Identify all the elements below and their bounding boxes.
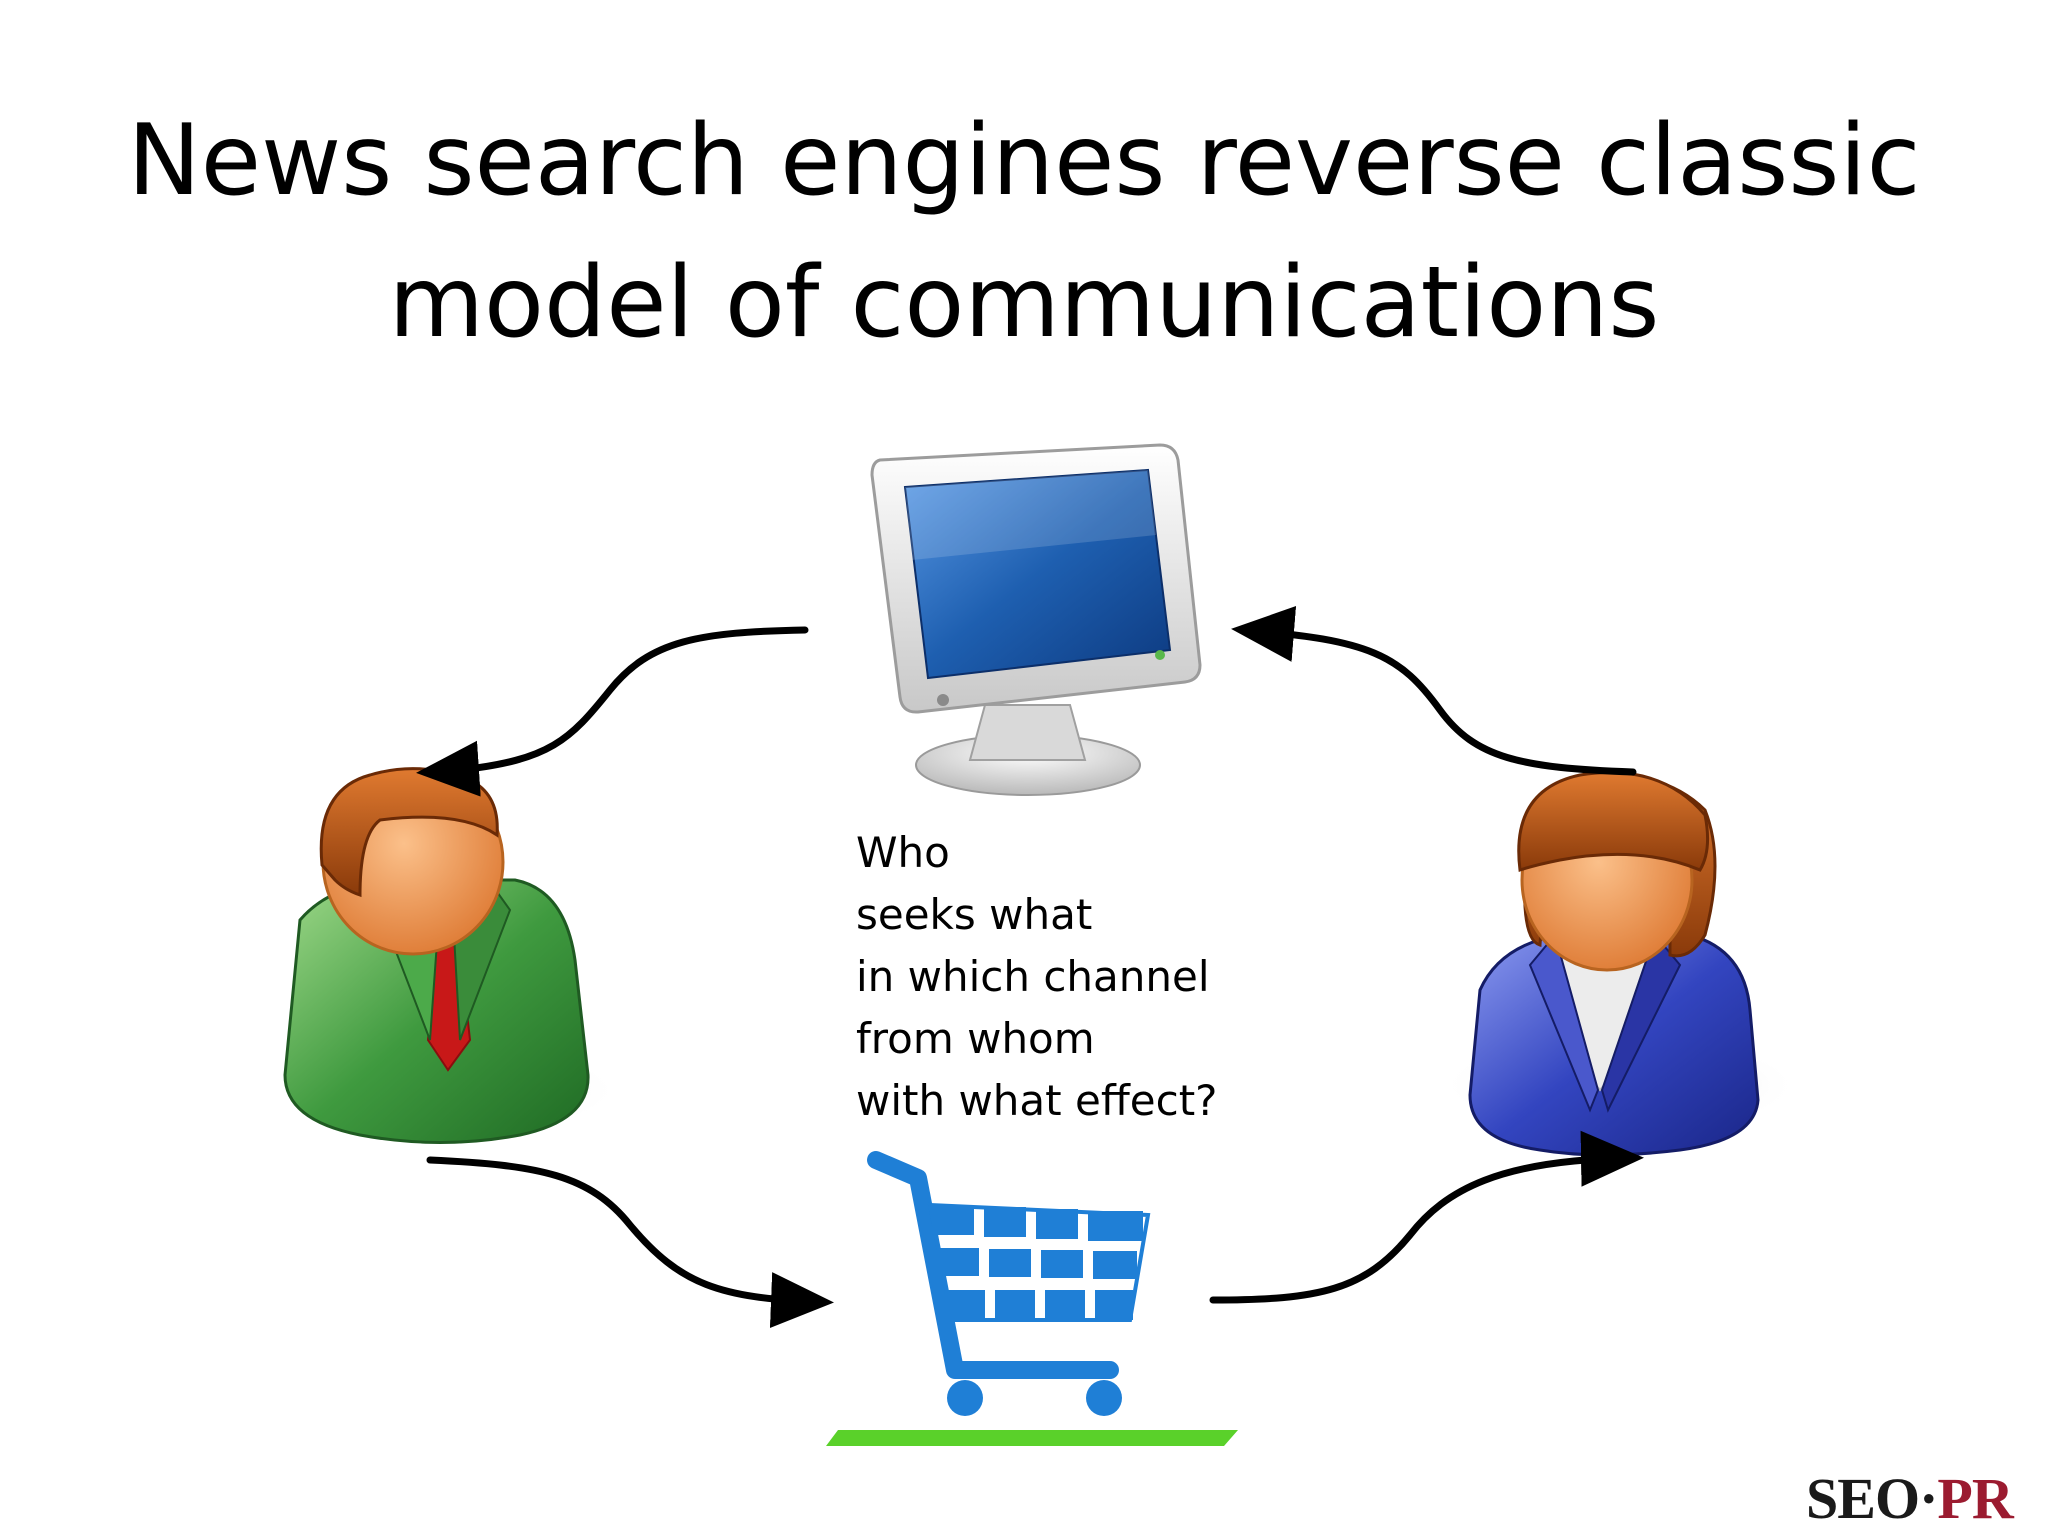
question-from-whom: from whom: [856, 1014, 1095, 1063]
cart-base-line: [826, 1430, 1238, 1446]
logo-seo: SEO: [1806, 1466, 1920, 1531]
question-channel: in which channel: [856, 952, 1210, 1001]
communication-questions: Who seeks what in which channel from who…: [856, 822, 1217, 1132]
arrow-male-to-cart: [426, 1156, 834, 1329]
question-effect: with what effect?: [856, 1076, 1218, 1125]
shopping-cart-icon: [826, 1151, 1238, 1446]
female-user-icon: [1440, 771, 1800, 1157]
logo-pr: PR: [1937, 1466, 2013, 1531]
arrow-monitor-to-male: [416, 626, 809, 797]
cycle-arrows: [416, 606, 1644, 1329]
question-seeks-what: seeks what: [856, 890, 1093, 939]
question-who: Who: [856, 828, 950, 877]
arrow-female-to-monitor: [1231, 606, 1637, 776]
slide-title-line-1: News search engines reverse classic: [127, 104, 1921, 218]
seo-pr-logo: SEO·PR: [1806, 1466, 2014, 1532]
male-user-icon: [280, 767, 620, 1144]
slide-title: News search engines reverse classic mode…: [0, 90, 2048, 374]
slide-title-line-2: model of communications: [388, 246, 1660, 360]
computer-monitor-icon: [870, 443, 1202, 796]
arrow-cart-to-female: [1209, 1130, 1644, 1304]
logo-separator: ·: [1919, 1466, 1938, 1531]
